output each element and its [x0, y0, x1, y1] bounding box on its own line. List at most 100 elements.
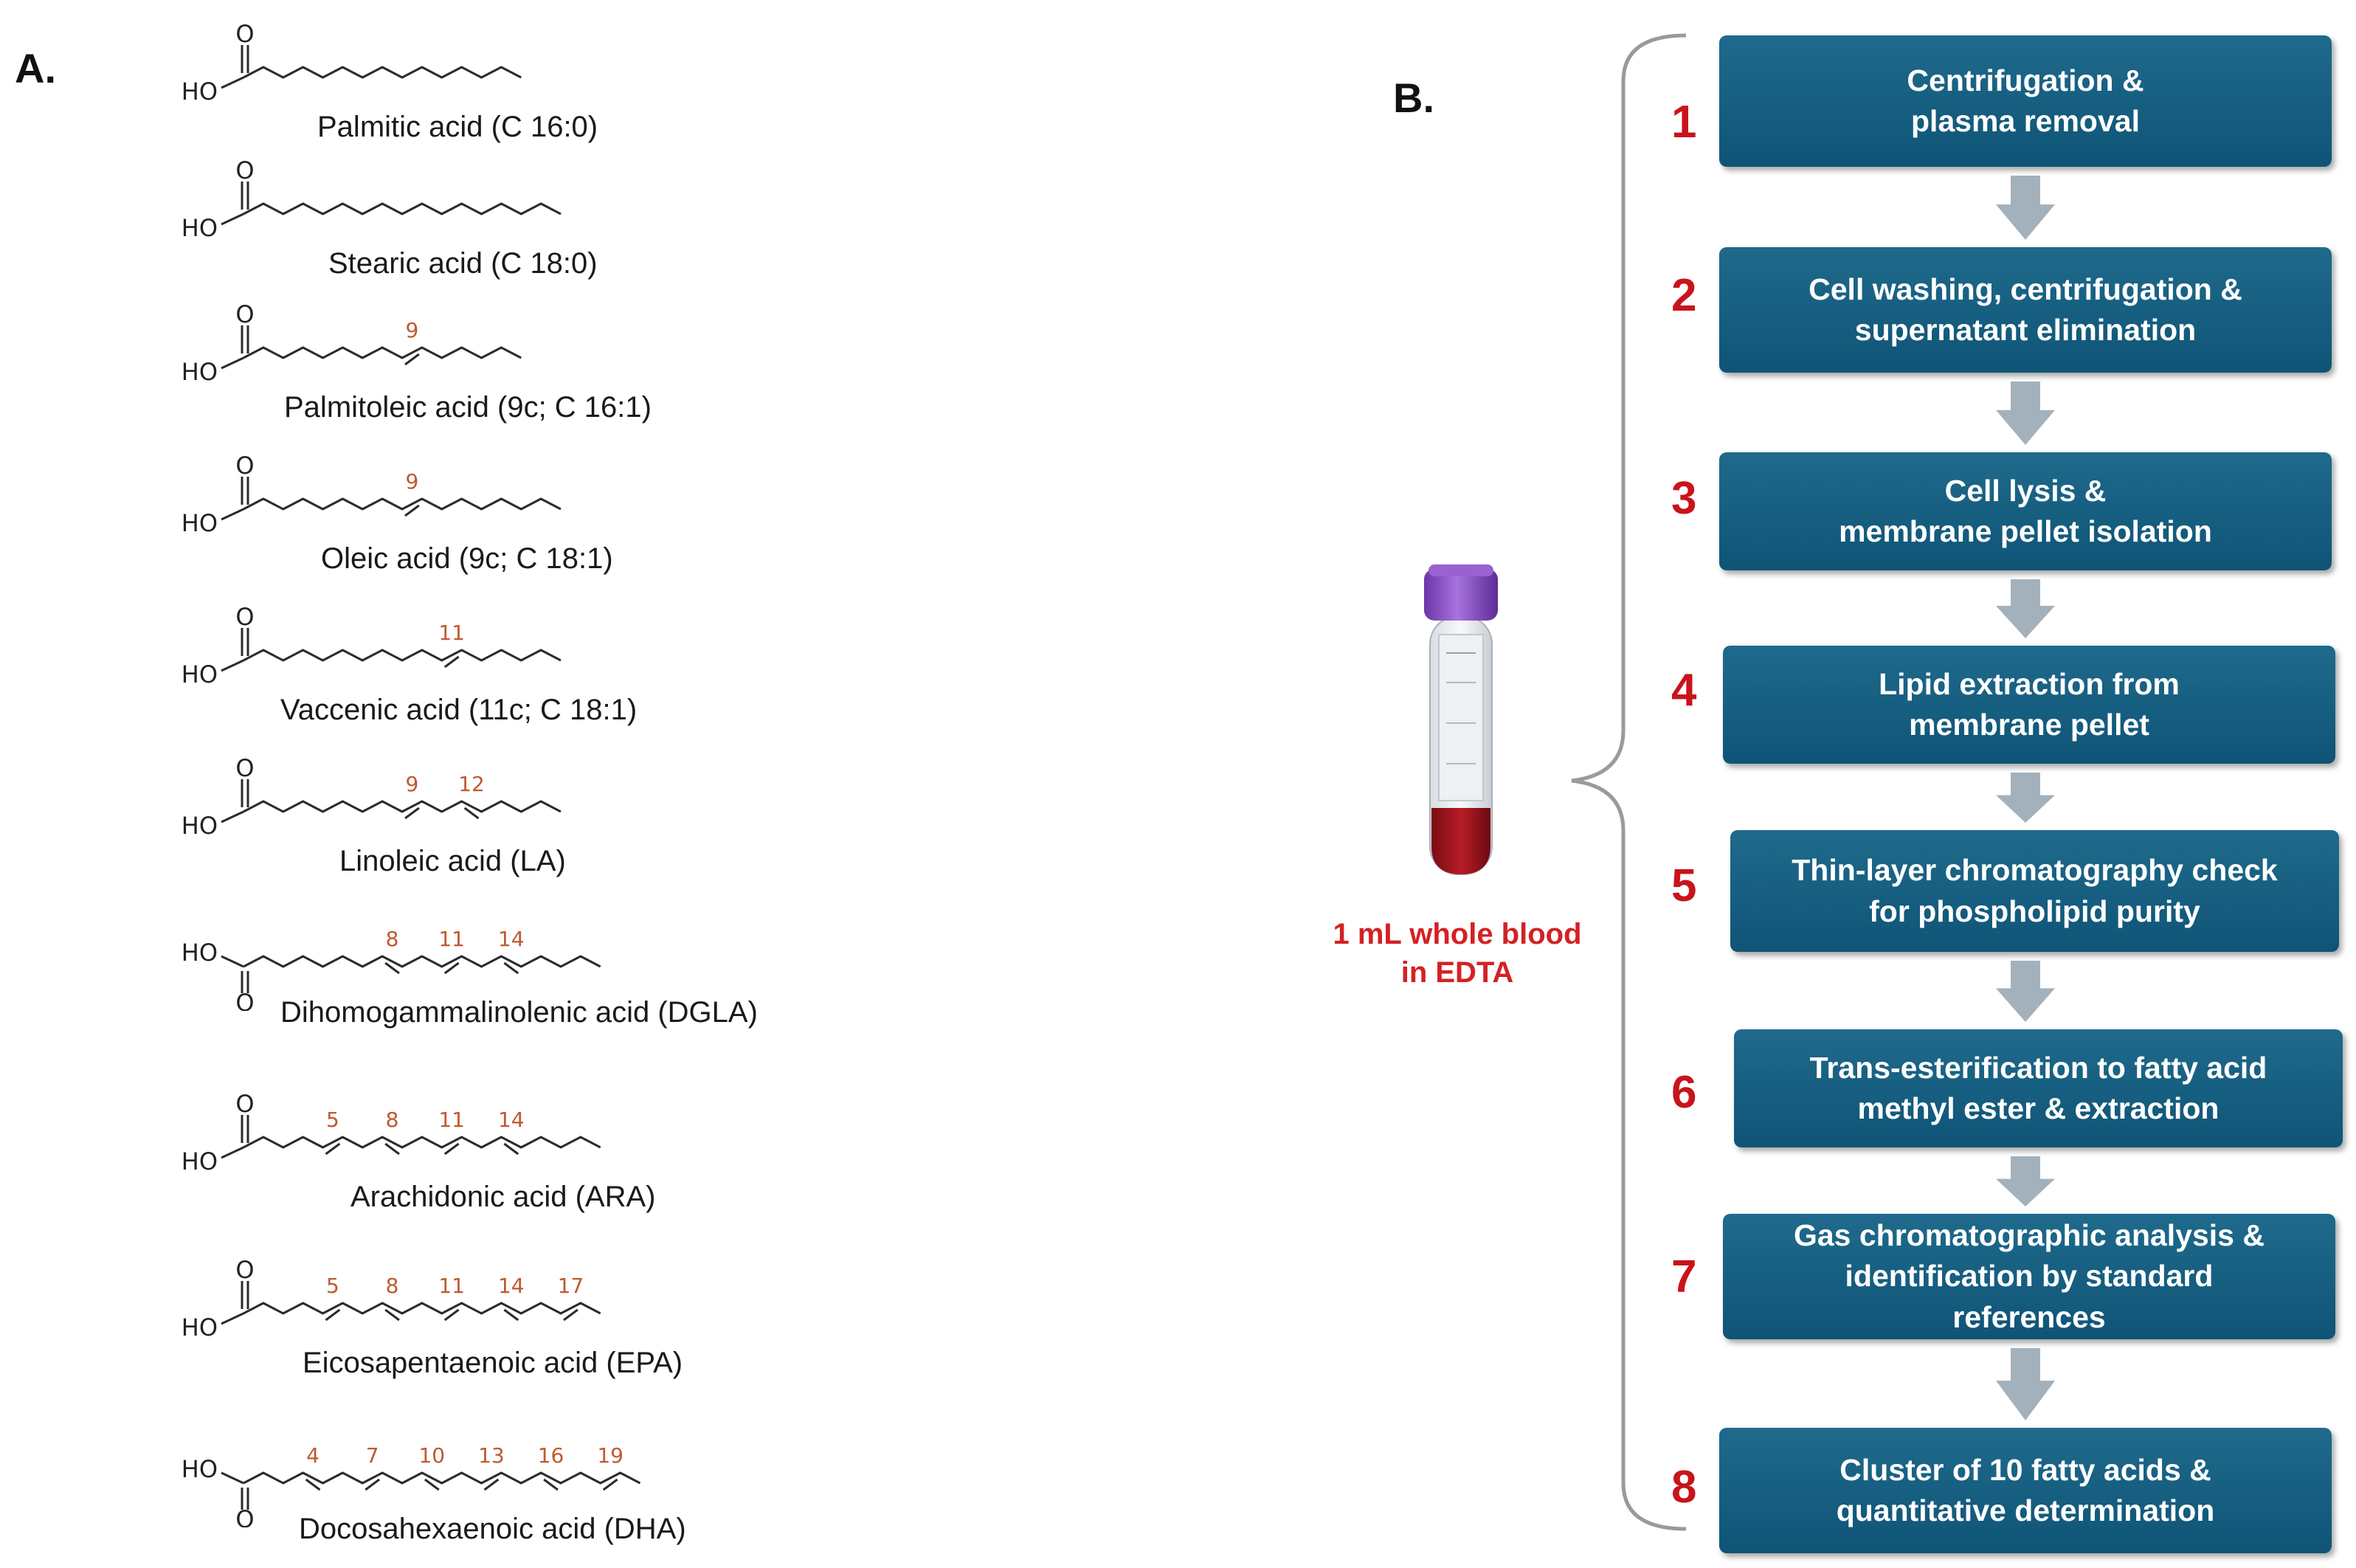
step-number: 7 — [1671, 1251, 1697, 1302]
step-number: 4 — [1671, 665, 1697, 716]
step-number: 2 — [1671, 270, 1697, 321]
double-bond — [503, 961, 519, 975]
double-bond-position-label: 14 — [498, 1274, 525, 1298]
hydroxyl-bond — [221, 1471, 244, 1485]
double-bond — [424, 1478, 440, 1491]
hydroxyl-label: HO — [182, 939, 218, 967]
fatty-acid-structure: OHO — [182, 20, 522, 106]
tube-cap — [1424, 569, 1498, 621]
hydroxyl-label: HO — [182, 1455, 218, 1483]
step-number: 6 — [1671, 1067, 1697, 1118]
hydroxyl-label: HO — [182, 660, 218, 688]
panel-a-label: A. — [15, 45, 56, 91]
flow-arrow — [1996, 773, 2055, 823]
tube-blood — [1431, 808, 1490, 874]
double-bond — [404, 807, 420, 820]
step-box: Cell lysis &membrane pellet isolation — [1719, 452, 2332, 570]
hydroxyl-label: HO — [182, 509, 218, 537]
double-bond — [305, 1478, 321, 1491]
hydroxyl-bond — [221, 1146, 244, 1159]
step-text-line: references — [1952, 1299, 2106, 1334]
oxygen-atom-label: O — [235, 452, 254, 480]
hydroxyl-bond — [221, 508, 244, 521]
sample-caption-line1: 1 mL whole blood — [1333, 918, 1582, 950]
double-bond — [384, 961, 400, 975]
oxygen-atom-label: O — [235, 300, 254, 328]
step-text-line: Trans-esterification to fatty acid — [1809, 1050, 2267, 1085]
step-text-line: Centrifugation & — [1907, 63, 2144, 97]
flow-arrow — [1996, 1156, 2055, 1206]
fatty-acid-name: Oleic acid (9c; C 18:1) — [321, 542, 613, 575]
double-bond-position-label: 19 — [597, 1443, 623, 1468]
step-box: Trans-esterification to fatty acid methyl… — [1734, 1029, 2343, 1147]
hydroxyl-label: HO — [182, 214, 218, 242]
double-bond-position-label: 5 — [326, 1108, 339, 1132]
step-box: Cluster of 10 fatty acids & quantitative … — [1719, 1428, 2332, 1553]
tube-label — [1438, 634, 1484, 801]
hydroxyl-label: HO — [182, 77, 218, 106]
double-bond-position-label: 13 — [478, 1443, 505, 1468]
step-text-line: plasma removal — [1911, 104, 2140, 138]
flow-arrow — [1996, 961, 2055, 1022]
carbon-chain — [243, 1302, 601, 1315]
flow-arrow — [1996, 1348, 2055, 1420]
double-bond-position-label: 12 — [458, 772, 485, 796]
carbon-chain — [243, 649, 562, 662]
double-bond-position-label: 4 — [306, 1443, 319, 1468]
step-number: 5 — [1671, 860, 1697, 911]
double-bond — [325, 1308, 341, 1322]
step-box: Cell washing, centrifugation &supernatan… — [1719, 247, 2332, 373]
grouping-brace — [1571, 33, 1687, 1531]
double-bond — [602, 1478, 618, 1491]
hydroxyl-label: HO — [182, 358, 218, 386]
hydroxyl-bond — [221, 955, 244, 968]
blood-tube-illustration — [1424, 564, 1498, 875]
step-text-line: supernatant elimination — [1854, 313, 2197, 347]
step-text-line: quantitative determination — [1836, 1493, 2215, 1527]
hydroxyl-label: HO — [182, 1313, 218, 1341]
oxygen-atom-label: O — [235, 1505, 254, 1527]
flow-arrow — [1996, 579, 2055, 638]
step-text-line: Cluster of 10 fatty acids & — [1839, 1452, 2211, 1487]
double-bond-position-label: 11 — [438, 927, 465, 951]
double-bond — [325, 1142, 341, 1156]
fatty-acid-name: Vaccenic acid (11c; C 18:1) — [280, 694, 638, 726]
fatty-acid-name: Palmitoleic acid (9c; C 16:1) — [284, 391, 652, 424]
carbon-chain — [243, 497, 562, 511]
hydroxyl-bond — [221, 810, 244, 823]
step-text-line: methyl ester & extraction — [1857, 1091, 2219, 1125]
flow-arrow — [1996, 176, 2055, 240]
step-box: Centrifugation & plasma removal — [1719, 35, 2332, 167]
step-text-line: Thin-layer chromatography check — [1792, 853, 2278, 888]
double-bond-position-label: 9 — [406, 772, 419, 796]
sample-caption: 1 mL whole blood in EDTA — [1280, 915, 1634, 992]
double-bond — [503, 1308, 519, 1322]
fatty-acid-name: Dihomogammalinolenic acid (DGLA) — [280, 996, 758, 1029]
fatty-acid-name: Stearic acid (C 18:0) — [328, 247, 598, 280]
fatty-acid-structure: OHO — [182, 156, 562, 242]
double-bond-position-label: 8 — [386, 1274, 399, 1298]
double-bond — [404, 504, 420, 517]
double-bond — [543, 1478, 559, 1491]
double-bond — [463, 807, 480, 820]
carbon-chain — [243, 800, 562, 813]
double-bond-position-label: 7 — [366, 1443, 379, 1468]
step-text-line: Gas chromatographic analysis & — [1793, 1218, 2265, 1252]
carbon-chain — [243, 1471, 641, 1485]
hydroxyl-bond — [221, 1312, 244, 1325]
double-bond — [384, 1308, 400, 1322]
step-number: 8 — [1671, 1462, 1697, 1513]
double-bond-position-label: 8 — [386, 927, 399, 951]
step-text-line: membrane pellet — [1909, 708, 2149, 742]
double-bond-position-label: 14 — [498, 927, 525, 951]
double-bond — [503, 1142, 519, 1156]
oxygen-atom-label: O — [235, 1256, 254, 1284]
hydroxyl-label: HO — [182, 812, 218, 840]
